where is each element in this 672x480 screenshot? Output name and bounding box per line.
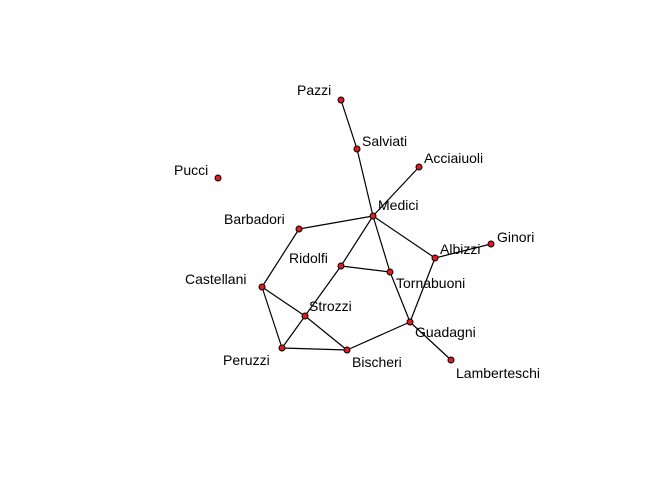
edge-castellani-strozzi (261, 286, 306, 317)
edge-albizzi-guadagni (409, 257, 436, 323)
node-castellani (258, 283, 266, 291)
edges-layer (261, 99, 492, 361)
nodes-layer (214, 96, 495, 364)
node-label-ginori: Ginori (497, 229, 534, 245)
node-label-strozzi: Strozzi (309, 298, 352, 314)
node-ginori (487, 240, 495, 248)
node-label-acciaiuoli: Acciaiuoli (424, 150, 483, 166)
node-acciaiuoli (415, 163, 423, 171)
edge-medici-barbadori (298, 215, 374, 230)
edge-guadagni-lamberteschi (409, 321, 452, 361)
node-label-lamberteschi: Lamberteschi (456, 365, 540, 381)
node-strozzi (301, 312, 309, 320)
node-label-castellani: Castellani (185, 271, 246, 287)
edge-peruzzi-bischeri (281, 347, 348, 351)
node-label-barbadori: Barbadori (224, 211, 285, 227)
node-albizzi (431, 254, 439, 262)
edge-salviati-medici (356, 148, 374, 217)
node-tornabuoni (386, 268, 394, 276)
edge-ridolfi-strozzi (304, 265, 342, 317)
node-label-pazzi: Pazzi (297, 82, 331, 98)
edge-albizzi-ginori (434, 243, 492, 259)
node-label-guadagni: Guadagni (415, 324, 476, 340)
node-peruzzi (278, 344, 286, 352)
edge-medici-albizzi (372, 215, 436, 259)
labels-layer: PazziSalviatiAcciaiuoliPucciMediciBarbad… (174, 82, 540, 381)
node-label-bischeri: Bischeri (352, 354, 402, 370)
edge-acciaiuoli-medici (372, 166, 420, 217)
node-label-tornabuoni: Tornabuoni (396, 275, 465, 291)
edge-barbadori-castellani (261, 228, 300, 288)
edge-medici-ridolfi (340, 215, 374, 267)
node-bischeri (343, 346, 351, 354)
node-label-salviati: Salviati (362, 133, 407, 149)
node-pazzi (337, 96, 345, 104)
node-label-pucci: Pucci (174, 162, 208, 178)
node-ridolfi (337, 262, 345, 270)
edge-medici-tornabuoni (372, 215, 391, 273)
edge-pazzi-salviati (340, 99, 358, 150)
node-lamberteschi (447, 356, 455, 364)
node-label-albizzi: Albizzi (440, 241, 480, 257)
edge-castellani-peruzzi (261, 286, 283, 349)
node-guadagni (406, 318, 414, 326)
edge-ridolfi-tornabuoni (340, 265, 391, 273)
node-medici (369, 212, 377, 220)
node-pucci (214, 174, 222, 182)
edge-tornabuoni-guadagni (389, 271, 411, 323)
node-barbadori (295, 225, 303, 233)
node-label-medici: Medici (378, 197, 418, 213)
node-salviati (353, 145, 361, 153)
edge-strozzi-bischeri (304, 315, 348, 351)
edge-bischeri-guadagni (346, 321, 411, 351)
edge-strozzi-peruzzi (281, 315, 306, 349)
node-label-ridolfi: Ridolfi (289, 250, 328, 266)
node-label-peruzzi: Peruzzi (223, 352, 270, 368)
